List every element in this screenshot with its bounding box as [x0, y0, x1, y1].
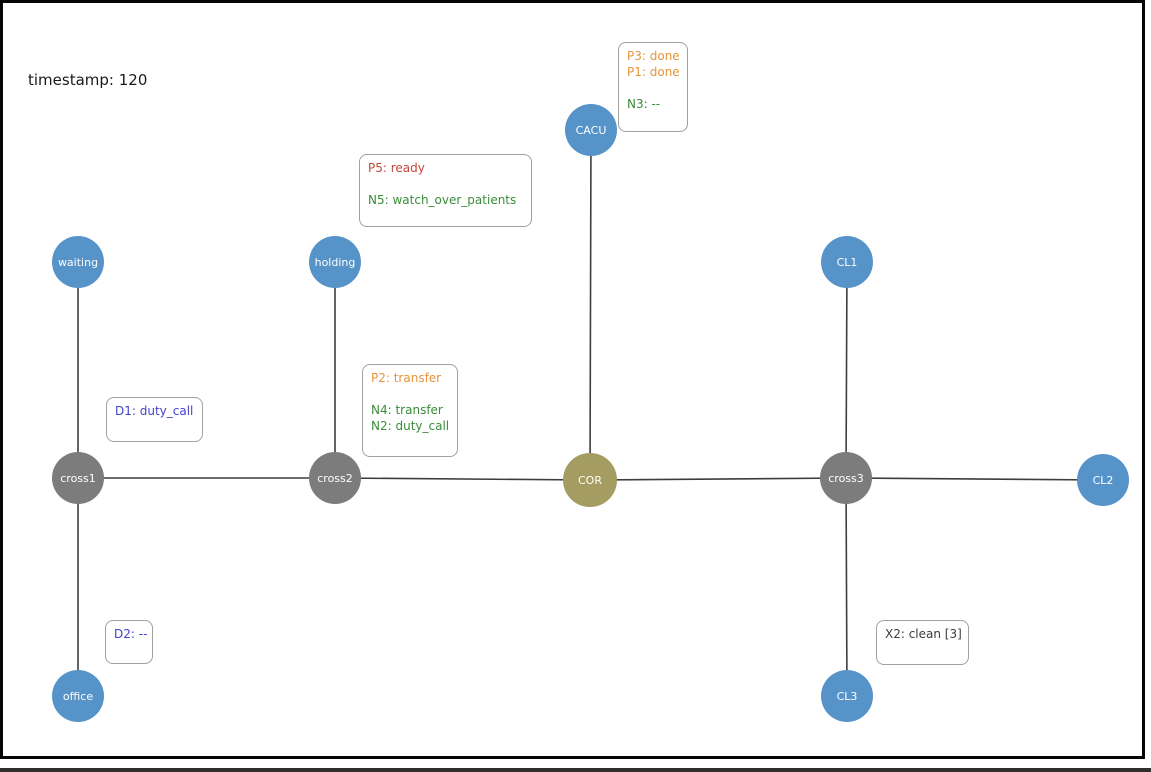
node-label-cross1: cross1: [60, 471, 96, 485]
annotation-office-status: D2: --: [105, 620, 153, 664]
annotation-line: D2: --: [114, 627, 148, 641]
annotation-line: D1: duty_call: [115, 404, 194, 418]
annotation-holding-status: P5: ready N5: watch_over_patients: [359, 154, 532, 227]
edge-cross3-CL2: [845, 477, 1104, 481]
annotation-line: P5: ready: [368, 161, 425, 175]
annotation-line: N5: watch_over_patients: [368, 193, 517, 207]
node-office: office: [52, 670, 104, 722]
node-label-holding: holding: [314, 255, 356, 269]
node-CL1: CL1: [821, 236, 873, 288]
node-label-COR: COR: [578, 473, 602, 487]
node-label-CL2: CL2: [1092, 473, 1114, 487]
node-label-CACU: CACU: [575, 123, 607, 137]
annotation-line: P3: done: [627, 49, 680, 63]
annotation-line: N2: duty_call: [371, 419, 450, 433]
node-waiting: waiting: [52, 236, 104, 288]
node-cross3: cross3: [820, 452, 872, 504]
node-label-office: office: [62, 689, 94, 703]
node-CACU: CACU: [565, 104, 617, 156]
timestamp-label: timestamp: 120: [28, 71, 148, 89]
node-label-CL3: CL3: [836, 689, 858, 703]
node-CL2: CL2: [1077, 454, 1129, 506]
node-label-CL1: CL1: [836, 255, 858, 269]
node-COR: COR: [563, 453, 617, 507]
annotation-line: [371, 386, 449, 402]
annotation-line: [627, 80, 679, 96]
annotation-line: P2: transfer: [371, 371, 442, 385]
annotation-line: N3: --: [627, 97, 661, 111]
edge-CACU-COR: [589, 129, 592, 481]
annotation-line: N4: transfer: [371, 403, 443, 417]
annotation-line: [368, 176, 523, 192]
edge-CL1-cross3: [845, 261, 848, 479]
node-cross2: cross2: [309, 452, 361, 504]
bottom-strip: [0, 768, 1151, 772]
node-cross1: cross1: [52, 452, 104, 504]
annotation-line: P1: done: [627, 65, 680, 79]
node-holding: holding: [309, 236, 361, 288]
edge-cross2-COR: [334, 477, 591, 481]
node-label-cross2: cross2: [317, 471, 353, 485]
node-label-cross3: cross3: [828, 471, 864, 485]
annotation-cross1-status: D1: duty_call: [106, 397, 203, 442]
node-label-waiting: waiting: [57, 255, 99, 269]
node-CL3: CL3: [821, 670, 873, 722]
annotation-cl3-status: X2: clean [3]: [876, 620, 969, 665]
annotation-line: X2: clean [3]: [885, 627, 962, 641]
edge-COR-cross3: [589, 477, 847, 481]
edge-CL3-cross3: [845, 477, 848, 697]
